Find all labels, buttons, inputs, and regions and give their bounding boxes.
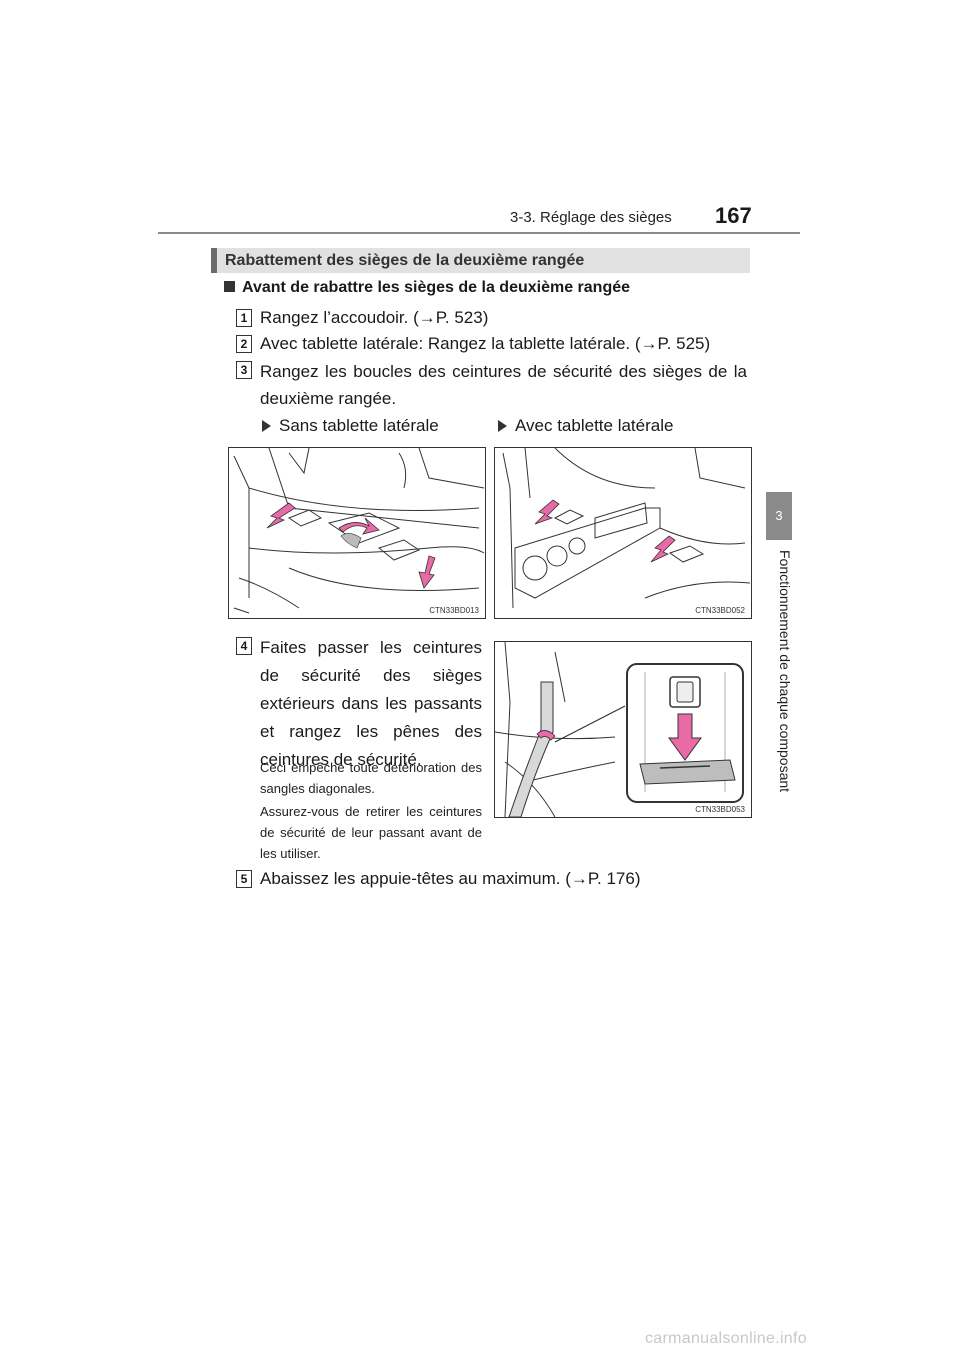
step-number-5: 5	[236, 870, 252, 888]
caption-with-tablet: Avec tablette latérale	[498, 416, 673, 436]
step-4-text: Faites passer les ceintures de sécurité …	[260, 638, 482, 769]
watermark: carmanualsonline.info	[645, 1330, 807, 1347]
section-banner: Rabattement des sièges de la deuxième ra…	[211, 248, 750, 273]
step-3-text: Rangez les boucles des ceintures de sécu…	[260, 362, 747, 408]
section-header: 3-3. Réglage des sièges	[510, 209, 672, 226]
seat-tablet-drawing	[502, 448, 751, 609]
step-number-1: 1	[236, 309, 252, 327]
subheading-text: Avant de rabattre les sièges de la deuxi…	[242, 279, 631, 296]
triangle-bullet-icon	[498, 420, 507, 432]
image-code: CTN33BD013	[429, 606, 479, 615]
illustration-belt-loop: CTN33BD053	[494, 641, 752, 818]
chapter-tab[interactable]: 3	[766, 492, 792, 540]
step-2-text: Avec tablette latérale: Rangez la tablet…	[260, 334, 711, 353]
seat-drawing	[233, 448, 485, 614]
step-1-text: Rangez l’accoudoir. (→P. 523)	[260, 308, 489, 327]
step-number-3: 3	[236, 361, 252, 379]
note-2: Assurez-vous de retirer les ceintures de…	[260, 804, 482, 861]
belt-drawing	[495, 642, 744, 817]
image-code: CTN33BD052	[695, 606, 745, 615]
page-number: 167	[715, 203, 752, 228]
step-number-4: 4	[236, 637, 252, 655]
step-5-text: Abaissez les appuie-têtes au maximum. (→…	[260, 869, 641, 888]
banner-title: Rabattement des sièges de la deuxième ra…	[225, 252, 585, 269]
subheading: Avant de rabattre les sièges de la deuxi…	[224, 279, 630, 297]
caption-without-tablet: Sans tablette latérale	[262, 416, 439, 436]
chapter-title: Fonctionnement de chaque composant	[777, 550, 793, 793]
step-number-2: 2	[236, 335, 252, 353]
image-code: CTN33BD053	[695, 805, 745, 814]
illustration-with-tablet: CTN33BD052	[494, 447, 752, 619]
triangle-bullet-icon	[262, 420, 271, 432]
header-divider	[158, 232, 800, 234]
illustration-without-tablet: CTN33BD013	[228, 447, 486, 619]
banner-accent-bar	[211, 248, 217, 273]
square-bullet-icon	[224, 281, 235, 292]
note-1: Ceci empêche toute détérioration des san…	[260, 760, 482, 796]
